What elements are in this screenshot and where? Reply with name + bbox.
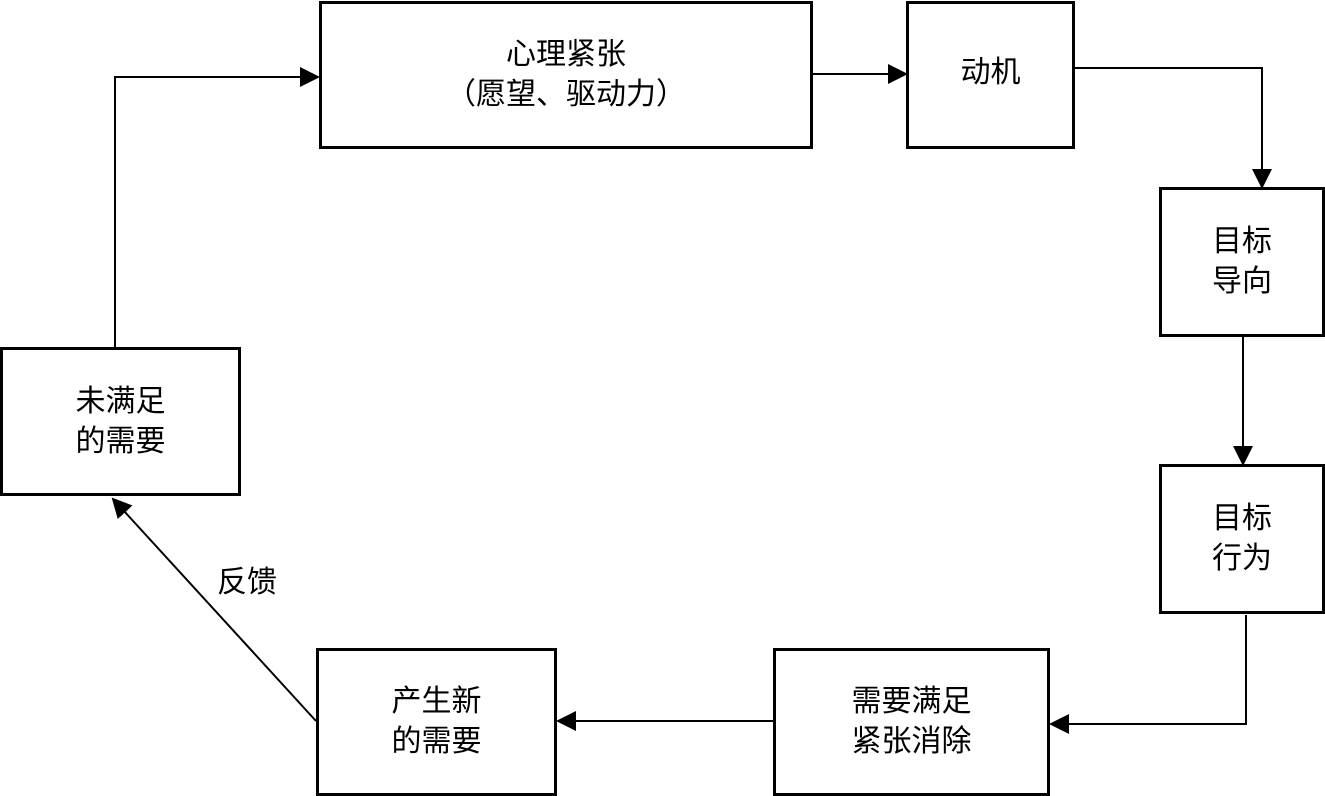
node-need-satisfied-line2: 紧张消除 (851, 724, 972, 759)
node-goal-orientation-line2: 导向 (1212, 264, 1272, 299)
arrow-motive-to-orientation (1075, 67, 1272, 189)
node-psych-tension: 心理紧张 （愿望、驱动力） (319, 1, 813, 149)
node-psych-tension-line1: 心理紧张 (506, 37, 626, 72)
node-unmet-need: 未满足 的需要 (0, 347, 241, 496)
node-unmet-need-line1: 未满足 (75, 383, 166, 419)
feedback-label: 反馈 (217, 565, 277, 600)
node-need-satisfied: 需要满足 紧张消除 (773, 648, 1050, 796)
arrow-behavior-to-satisfied (1049, 615, 1247, 734)
node-goal-orientation-line1: 目标 (1212, 224, 1272, 259)
node-goal-orientation: 目标 导向 (1159, 187, 1325, 337)
node-psych-tension-line2: （愿望、驱动力） (446, 77, 686, 112)
node-new-need: 产生新 的需要 (316, 648, 557, 796)
node-motive: 动机 (906, 1, 1075, 149)
arrow-feedback (111, 497, 317, 722)
node-goal-behavior: 目标 行为 (1159, 464, 1325, 614)
node-new-need-line2: 的需要 (391, 724, 482, 759)
node-goal-behavior-line2: 行为 (1212, 541, 1272, 576)
node-motive-line1: 动机 (960, 55, 1021, 90)
arrow-unmet-to-tension (114, 67, 320, 347)
node-need-satisfied-line1: 需要满足 (851, 684, 972, 719)
node-goal-behavior-line1: 目标 (1212, 501, 1272, 536)
node-unmet-need-line2: 的需要 (75, 423, 166, 459)
node-new-need-line1: 产生新 (391, 684, 482, 719)
